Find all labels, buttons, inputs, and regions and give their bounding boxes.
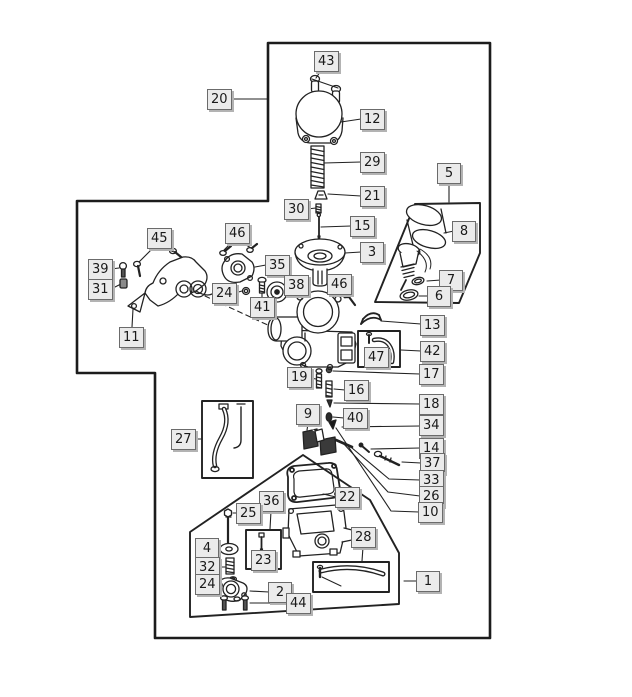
part-46-flange-screws bbox=[219, 242, 259, 257]
part-25-nut bbox=[223, 508, 233, 518]
callout-24: 24 bbox=[212, 282, 237, 304]
part-13-hose-clip bbox=[360, 312, 382, 325]
callout-46: 46 bbox=[225, 222, 250, 244]
part-17-washer bbox=[325, 366, 333, 374]
part-float-bowl bbox=[282, 504, 353, 558]
part-34-dart bbox=[328, 419, 337, 430]
callout-38: 38 bbox=[284, 274, 309, 296]
callout-23: 23 bbox=[251, 549, 276, 571]
callout-29: 29 bbox=[360, 151, 385, 173]
callout-13: 13 bbox=[420, 314, 445, 336]
part-14-float-pin bbox=[358, 442, 370, 453]
callout-9: 9 bbox=[296, 403, 320, 425]
callout-15: 15 bbox=[350, 215, 375, 237]
part-32-spring bbox=[225, 557, 235, 575]
callout-27: 27 bbox=[171, 428, 196, 450]
part-44-cover-screws bbox=[219, 595, 250, 611]
callout-28: 28 bbox=[351, 526, 376, 548]
callout-1: 1 bbox=[416, 570, 440, 592]
callout-18: 18 bbox=[419, 393, 444, 415]
part-41-screw bbox=[257, 276, 267, 294]
callout-41: 41 bbox=[250, 296, 275, 318]
callout-44: 44 bbox=[286, 592, 311, 614]
part-4-valve-seat bbox=[219, 516, 239, 556]
callout-21: 21 bbox=[360, 185, 385, 207]
part-7-o-ring-small bbox=[411, 276, 425, 286]
part-3-vacuum-piston bbox=[294, 238, 346, 287]
callout-20: 20 bbox=[207, 88, 232, 110]
part-24-o-ring bbox=[241, 286, 251, 296]
callout-26: 26 bbox=[419, 485, 444, 507]
part-39-screw bbox=[118, 261, 128, 278]
part-30-needle-spring bbox=[315, 203, 322, 214]
callout-42: 42 bbox=[420, 340, 445, 362]
part-carburetor-body bbox=[267, 290, 357, 371]
group-5-outline bbox=[374, 202, 481, 304]
part-6-o-ring-large bbox=[399, 289, 419, 301]
callout-43: 43 bbox=[314, 50, 339, 72]
part-12-top-cover bbox=[295, 90, 344, 146]
part-29-slide-spring bbox=[310, 145, 325, 189]
part-45-screws bbox=[132, 247, 183, 278]
part-28-fuel-hose bbox=[316, 564, 386, 587]
inset-box-27 bbox=[201, 400, 254, 479]
part-15-jet-needle bbox=[316, 212, 322, 243]
callout-39: 39 bbox=[88, 258, 113, 280]
group-1-outline bbox=[189, 454, 400, 618]
detail-box-28 bbox=[312, 561, 390, 593]
callout-16: 16 bbox=[344, 379, 369, 401]
callout-4: 4 bbox=[195, 537, 219, 559]
part-31-sleeve bbox=[119, 278, 128, 289]
callout-7: 7 bbox=[439, 269, 463, 291]
part-16-spring bbox=[325, 380, 333, 398]
callout-40: 40 bbox=[343, 407, 368, 429]
callout-47: 47 bbox=[364, 346, 389, 368]
callout-19: 19 bbox=[287, 366, 312, 388]
part-18-cone bbox=[326, 399, 333, 408]
callout-34: 34 bbox=[419, 414, 444, 436]
callout-22: 22 bbox=[335, 486, 360, 508]
callout-6: 6 bbox=[427, 285, 451, 307]
callout-46-2: 46 bbox=[327, 273, 352, 295]
callout-30: 30 bbox=[284, 198, 309, 220]
callout-12: 12 bbox=[360, 108, 385, 130]
callout-8: 8 bbox=[452, 220, 476, 242]
callout-17: 17 bbox=[419, 363, 444, 385]
part-11-throttle-bracket bbox=[127, 256, 213, 313]
callout-3: 3 bbox=[360, 241, 384, 263]
part-21-needle-holder bbox=[314, 190, 328, 200]
callout-45: 45 bbox=[147, 227, 172, 249]
callout-5: 5 bbox=[437, 162, 461, 184]
part-8-auto-choke-unit bbox=[397, 203, 447, 291]
part-40-plug bbox=[325, 412, 333, 422]
callout-33: 33 bbox=[419, 469, 444, 491]
outer-border bbox=[75, 41, 492, 640]
part-35-intake-flange bbox=[221, 253, 255, 284]
callout-11: 11 bbox=[119, 326, 144, 348]
part-27-overflow-hose bbox=[210, 403, 246, 473]
callout-10: 10 bbox=[418, 501, 443, 523]
callout-31: 31 bbox=[88, 278, 113, 300]
part-9-float bbox=[302, 428, 354, 456]
part-37-drain-screw bbox=[373, 450, 401, 467]
part-19-spring-screw bbox=[315, 368, 323, 389]
callout-24-2: 24 bbox=[195, 573, 220, 595]
callout-36: 36 bbox=[259, 490, 284, 512]
part-47-drain-hose bbox=[365, 331, 395, 365]
callout-35: 35 bbox=[265, 254, 290, 276]
callout-25: 25 bbox=[236, 502, 261, 524]
